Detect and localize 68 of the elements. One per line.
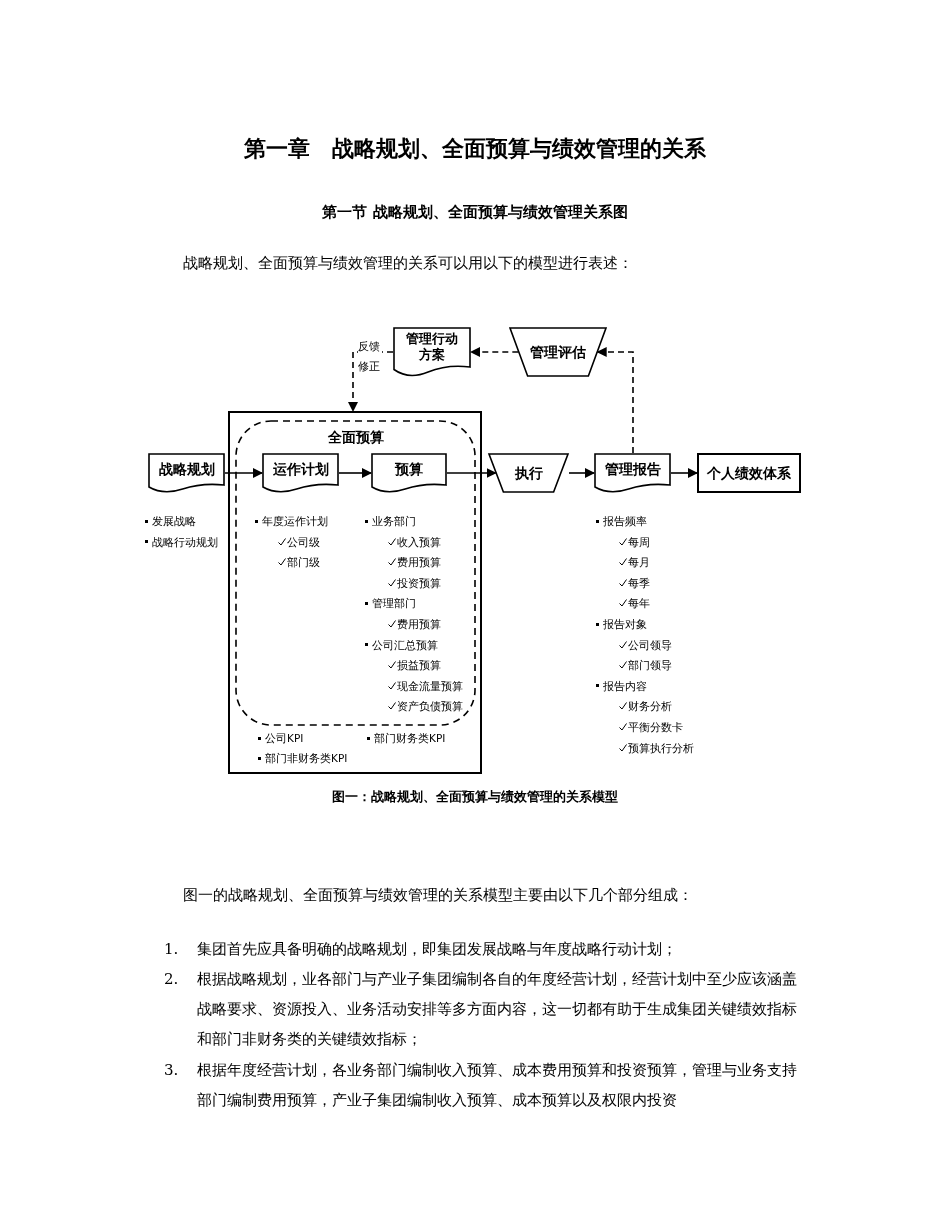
list-item: 平衡分数卡 [628,720,683,734]
document-shape [393,327,471,377]
dashed-rounded-region [235,420,476,726]
list-number: 2. [164,969,180,990]
arrow [446,468,497,478]
list-item: 部门领导 [628,658,672,673]
list-item: 财务分析 [628,699,672,714]
arrow [348,351,394,412]
list-item-text: 根据年度经营计划，各业务部门编制收入预算、成本费用预算和投资预算，管理与业务支持部门编制费用预算，产业子集团编制收入预算、成本预算以及权限内投资 [197,1060,798,1111]
list-item: 收入预算 [397,534,441,549]
paragraph: 战略规划、全面预算与绩效管理的关系可以用以下的模型进行表述： [183,253,634,274]
node-label: 预算 [393,459,424,479]
list-item-text: 根据战略规划，业各部门与产业子集团编制各自的年度经营计划，经营计划中至少应该涵盖战略要求、资源投入、业务活动安排等多方面内容，这一切都有助于生成集团关键绩效指标和部门非财务类的关键绩效指标； [197,969,798,1050]
list-number: 1. [164,939,180,960]
list-item: 公司汇总预算 [372,637,438,652]
list-item: 现金流量预算 [397,678,463,693]
trapezoid-shape [509,327,607,377]
list-item: 公司领导 [628,637,672,652]
node-label: 管理报告 [603,459,662,479]
list-item: 投资预算 [397,575,441,590]
arrow [568,468,595,478]
list-item: 损益预算 [397,658,441,673]
arrow [670,468,698,478]
document-shape [262,453,339,493]
list-item: 年度运作计划 [262,514,328,528]
node-label: 管理评估 [529,342,587,362]
list-item: 管理部门 [372,596,416,611]
section-heading: 第一节 战略规划、全面预算与绩效管理关系图 [321,202,629,223]
region-title: 全面预算 [327,428,384,446]
list-item: 公司级 [287,534,320,549]
outer-frame [228,411,482,774]
list-item: 战略行动规划 [152,534,218,549]
list-item: 每月 [628,555,650,570]
arrow [224,468,263,478]
node-label: 个人绩效体系 [706,463,792,483]
list-item: 资产负债预算 [397,699,463,714]
paragraph: 图一的战略规划、全面预算与绩效管理的关系模型主要由以下几个部分组成： [183,885,694,906]
document-shape [371,453,447,493]
node-label: 执行 [513,463,544,483]
list-item: 每季 [628,575,650,590]
document-shape [594,453,671,493]
process-box [697,453,801,493]
node-label: 运作计划 [271,459,330,479]
list-item: 费用预算 [397,617,441,631]
list-item: 发展战略 [152,514,196,528]
document-shape [148,453,225,493]
list-item-text: 集团首先应具备明确的战略规划，即集团发展战略与年度战略行动计划； [197,939,678,960]
list-item: 部门级 [287,555,320,570]
list-item: 业务部门 [372,514,416,528]
list-item: 报告对象 [603,617,647,631]
list-item: 每周 [628,534,650,549]
list-item: 公司KPI [265,731,304,745]
node-label: 管理行动方案 [405,330,459,364]
page-title: 第一章 战略规划、全面预算与绩效管理的关系 [243,134,707,163]
list-number: 3. [164,1060,180,1081]
list-item: 每年 [628,596,650,611]
list-item: 报告频率 [603,514,647,528]
list-item: 部门财务类KPI [374,731,446,745]
arrow [470,347,520,357]
list-item: 预算执行分析 [628,740,694,755]
node-label: 战略规划 [157,459,216,479]
list-item: 费用预算 [397,555,441,570]
list-item: 报告内容 [603,678,647,693]
arrow [338,468,372,478]
figure-caption: 图一：战略规划、全面预算与绩效管理的关系模型 [331,788,619,806]
arrow [596,347,634,454]
list-item: 部门非财务类KPI [265,751,348,765]
trapezoid-shape [488,453,569,493]
